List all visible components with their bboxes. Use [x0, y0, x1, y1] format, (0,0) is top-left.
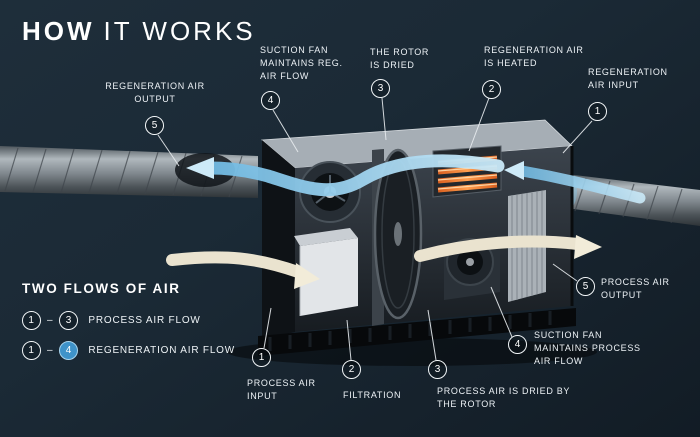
callout-label-regen-air-heated: REGENERATION AIR IS HEATED: [484, 45, 584, 69]
callout-label-process-air-input: PROCESS AIR INPUT: [247, 378, 316, 402]
base-vent-slats: [268, 311, 552, 351]
process-output-arrow: [414, 235, 602, 262]
legend-dash-2: –: [47, 345, 54, 356]
process-input-arrow: [166, 251, 320, 289]
machine-base: [258, 308, 576, 356]
callout-number-process-air-dried: 3: [428, 360, 447, 379]
legend-circle-4: 4: [59, 341, 79, 360]
heater: [432, 145, 502, 198]
callout-number-regen-air-input: 1: [588, 102, 607, 121]
legend-circle-1b: 1: [22, 341, 41, 360]
page-title: HOW IT WORKS: [22, 16, 256, 47]
callout-number-process-air-output: 5: [576, 277, 595, 296]
legend-circle-1: 1: [22, 311, 41, 330]
regeneration-input-arrow: [504, 161, 646, 204]
callout-number-filtration: 2: [342, 360, 361, 379]
callout-label-rotor-dried: THE ROTOR IS DRIED: [370, 47, 430, 71]
callout-label-filtration: FILTRATION: [343, 390, 402, 400]
legend-row-regeneration: 1 – 4 REGENERATION AIR FLOW: [22, 341, 235, 360]
callout-number-process-air-input: 1: [252, 348, 271, 367]
callout-label-regen-air-input: REGENERATION AIR INPUT: [588, 67, 668, 91]
callout-label-suction-fan-reg: SUCTION FAN MAINTAINS REG. AIR FLOW: [260, 45, 343, 82]
legend-label-regeneration: REGENERATION AIR FLOW: [88, 345, 236, 356]
callout-number-rotor-dried: 3: [371, 79, 390, 98]
legend-dash: –: [47, 315, 54, 326]
callout-number-suction-fan-reg: 4: [261, 91, 280, 110]
legend-circle-3: 3: [59, 311, 79, 330]
leader-lines: [157, 97, 593, 361]
callout-label-suction-fan-process: SUCTION FAN MAINTAINS PROCESS AIR FLOW: [534, 330, 641, 367]
legend: TWO FLOWS OF AIR 1 – 3 PROCESS AIR FLOW …: [22, 281, 235, 371]
callout-label-process-air-output: PROCESS AIR OUTPUT: [601, 277, 670, 301]
callout-number-regen-air-output: 5: [145, 116, 164, 135]
callout-label-process-air-dried: PROCESS AIR IS DRIED BY THE ROTOR: [437, 386, 570, 410]
page-title-bold: HOW: [22, 16, 95, 46]
callout-label-regeneration-air-output: REGENERATION AIR OUTPUT: [105, 81, 205, 105]
page-title-light: IT WORKS: [103, 16, 256, 46]
machine-body: [258, 119, 576, 356]
callout-number-regen-air-heated: 2: [482, 80, 501, 99]
legend-title: TWO FLOWS OF AIR: [22, 281, 181, 296]
callout-number-suction-fan-process: 4: [508, 335, 527, 354]
legend-label-process: PROCESS AIR FLOW: [88, 315, 201, 326]
machine-left-panel: [262, 140, 295, 340]
legend-row-process: 1 – 3 PROCESS AIR FLOW: [22, 311, 235, 330]
machine-interior: [295, 146, 572, 332]
regeneration-flow-arrow: [186, 154, 505, 197]
